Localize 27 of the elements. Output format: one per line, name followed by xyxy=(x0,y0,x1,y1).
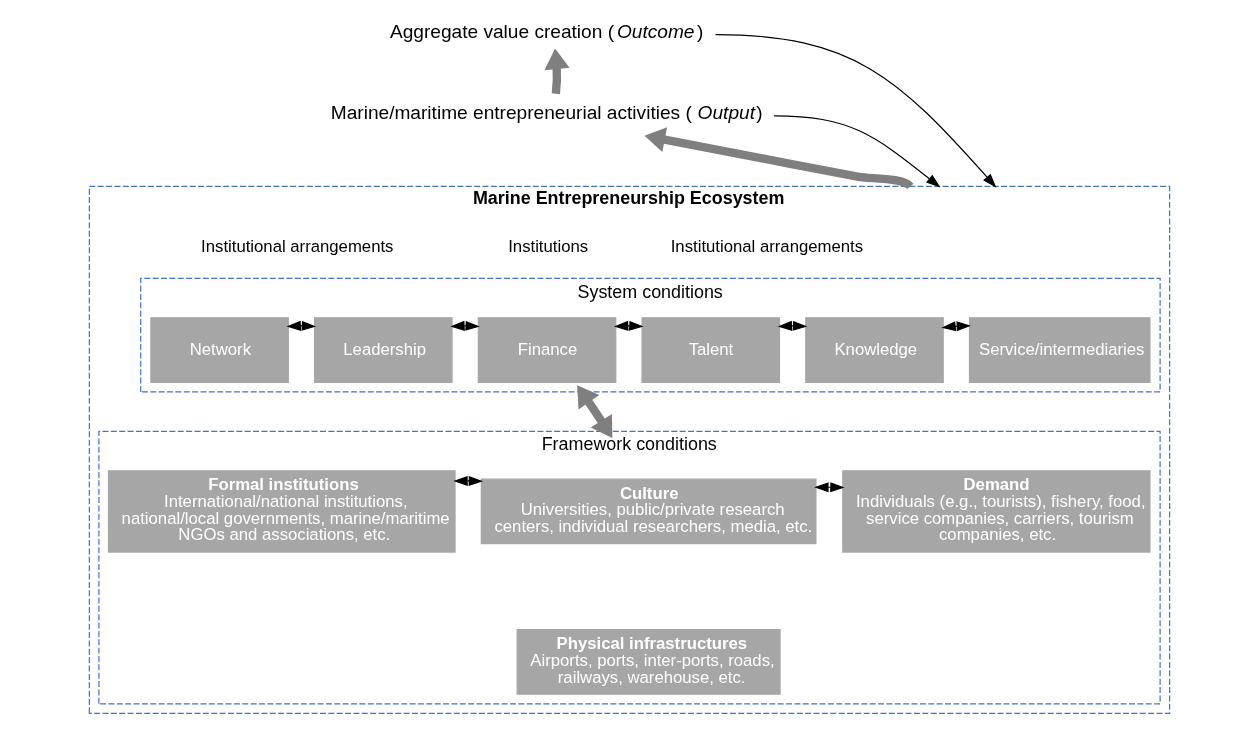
arrow xyxy=(777,320,807,331)
node-text: Marine/maritime entrepreneurial activities (Output) xyxy=(330,102,763,124)
node-box: Demand Individuals (e.g., tourists), fishery, food, service companies, carriers, tourism companies, etc. xyxy=(841,470,1151,553)
arrow xyxy=(940,321,971,332)
arrow xyxy=(613,320,644,331)
arrow xyxy=(452,475,483,486)
node-box: Leadership xyxy=(313,317,453,383)
arrow xyxy=(286,320,316,331)
arrow xyxy=(813,482,845,493)
label: Institutional arrangements xyxy=(670,236,863,256)
arrow xyxy=(644,127,913,190)
node-box: Talent xyxy=(640,317,780,383)
node-box: Service/intermediaries xyxy=(968,317,1151,383)
node-box: Knowledge xyxy=(804,317,944,383)
arrow xyxy=(449,320,480,331)
arrow xyxy=(543,48,569,95)
node-box: Network xyxy=(149,317,289,383)
label: Institutional arrangements xyxy=(200,236,393,256)
arrow xyxy=(576,385,612,439)
node-box: Finance xyxy=(477,317,616,383)
label: Institutions xyxy=(507,236,588,256)
arrow xyxy=(773,115,940,188)
node-text: Aggregate value creation (Outcome) xyxy=(389,20,703,42)
node-box: Formal institutions International/national institutions, national/local governments, marine/maritime NGOs and associations, etc. xyxy=(107,470,456,553)
node-box: Culture Universities, public/private research centers, individual researchers, media, etc. xyxy=(480,478,817,545)
arrow xyxy=(714,34,996,188)
node-box: Physical infrastructures Airports, ports, inter-ports, roads, railways, warehouse, etc. xyxy=(516,629,781,695)
